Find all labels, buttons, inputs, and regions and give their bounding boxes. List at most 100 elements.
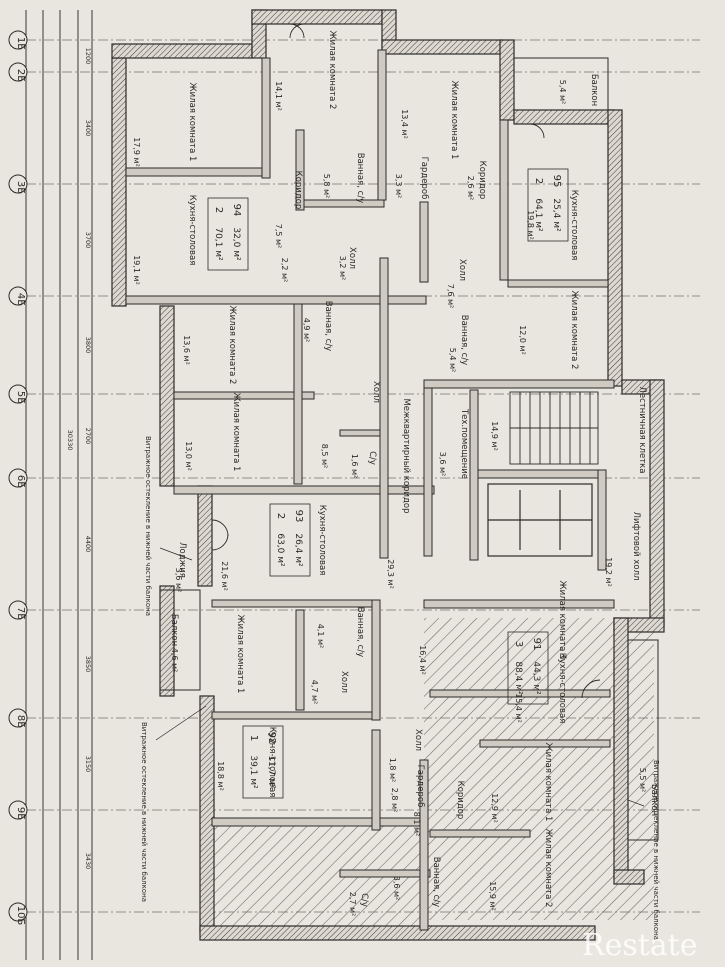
annotation-ann2: Витражное остекление в нижней части балк… [140, 722, 148, 902]
axis-label-ax-10b: 10Б [15, 906, 26, 926]
room-area-r17: 4,9 м² [302, 318, 311, 343]
apartment-total-area: 88,4 м² [513, 661, 523, 695]
room-label-r10: Жилая комната 2 [327, 31, 337, 110]
room-area-r13: 7,5 м² [274, 224, 283, 249]
room-area-r16: 13,6 м² [182, 335, 191, 365]
axis-label-ax-3b: 3Б [15, 181, 26, 194]
apartment-rooms: 2 [533, 178, 544, 184]
axis-marker [8, 468, 28, 488]
room-area-r21: 21,6 м² [220, 561, 229, 591]
apartment-number: 91 [531, 638, 542, 651]
annotation-leader [627, 799, 645, 807]
room-area-r37: 8,1 м² [412, 812, 421, 837]
room-area-r39: 15,9 м² [488, 881, 497, 911]
room-area-r8: 5,4 м² [448, 348, 457, 373]
room-area-r6: 3,3 м² [394, 174, 403, 199]
room-label-r40: Балкон [649, 784, 659, 816]
apartment-living-area: 11,7 м² [266, 755, 276, 789]
dimension-value: 3850 [84, 656, 92, 673]
room-label-r9: Жилая комната 1 [187, 83, 197, 162]
axis-marker [8, 708, 28, 728]
room-area-r27: 4,6 м² [170, 648, 179, 673]
room-label-r28: Жилая комната 1 [235, 615, 245, 694]
apartment-rooms: 3 [513, 641, 524, 647]
dimension-overall: 30330 [66, 430, 74, 451]
axis-label-ax-5b: 5Б [15, 391, 26, 404]
axis-label-ax-4b: 4Б [15, 293, 26, 306]
room-label-r21: Кухня-столовая [317, 505, 327, 576]
apartment-rooms: 2 [275, 513, 286, 519]
room-area-r26: 19,2 м² [604, 557, 613, 587]
room-label-r17: Ванная, с/у [323, 301, 333, 351]
room-area-r23: 29,3 м² [386, 559, 395, 589]
apartment-number: 94 [231, 204, 242, 217]
apartment-total-area: 39,1 м² [248, 755, 258, 789]
labels-layer: 1Б2Б3Б4Б5Б6Б7Б8Б9Б10Б1200340037003800270… [15, 31, 660, 941]
dimension-value: 3400 [84, 120, 92, 137]
room-label-r13: Коридор [293, 171, 303, 210]
room-label-r16: Жилая комната 2 [227, 306, 237, 385]
watermark: Restate [582, 928, 698, 963]
apartment-total-area: 64,1 м² [533, 198, 543, 232]
room-label-r4: Жилая комната 2 [569, 291, 579, 370]
room-label-r19: Холл [371, 381, 381, 403]
room-area-r5: 2,6 м² [466, 176, 475, 201]
balcony-outlines [159, 57, 659, 841]
room-label-r14: Холл [347, 247, 357, 269]
room-area-r9: 17,9 м² [132, 137, 141, 167]
room-label-r27: Балкон [169, 614, 179, 646]
room-label-r12: Ванная, с/у [355, 153, 365, 203]
room-label-r30: Холл [339, 671, 349, 693]
apartment-number: 93 [293, 510, 304, 523]
apartment-living-area: 32,0 м² [231, 227, 241, 261]
apartment-living-area: 44,3 м² [531, 661, 541, 695]
apartment-label-frame [269, 503, 311, 577]
axis-label-ax-9b: 9Б [15, 807, 26, 820]
room-area-r38: 3,6 м² [392, 876, 401, 901]
axis-label-ax-7b: 7Б [15, 607, 26, 620]
room-area-r31: 18,8 м² [216, 761, 225, 791]
apartment-living-area: 25,4 м² [551, 198, 561, 232]
room-label-r31: Кухня-столовая [267, 727, 277, 798]
room-area-r2: 19,8 м² [526, 210, 535, 240]
room-label-r36: Гардероб [415, 765, 425, 808]
room-area-r1: 5,4 м² [558, 80, 567, 105]
grid-frame [25, 10, 93, 960]
room-area-r14: 3,2 м² [338, 256, 347, 281]
outer-walls [111, 9, 665, 941]
apartment-total-area: 63,0 м² [275, 533, 285, 567]
dimension-value: 3430 [84, 853, 92, 870]
apartment-label-frame [507, 631, 549, 705]
room-label-r39: Жилая комната 2 [543, 829, 553, 908]
room-area-r19: 8,5 м² [320, 444, 329, 469]
room-area-r33: 15,4 м² [514, 693, 523, 723]
room-label-r32: Жилая комната 3 [557, 581, 567, 660]
apartment-total-area: 70,1 м² [213, 227, 223, 261]
room-label-r5: Коридор [477, 161, 487, 200]
dimension-value: 3700 [84, 232, 92, 249]
apartment-number: 95 [551, 175, 562, 188]
room-area-r34: 12,9 м² [490, 793, 499, 823]
apartment-number: 92 [266, 732, 277, 745]
room-label-r1: Балкон [589, 74, 599, 106]
room-label-r20: С/у [367, 451, 377, 465]
room-label-r18: Жилая комната 1 [231, 393, 241, 472]
room-area-r15: 2,2 м² [280, 258, 289, 283]
apartment-label-frame [527, 168, 569, 242]
door-swings [211, 23, 601, 699]
room-area-r30: 4,7 м² [310, 680, 319, 705]
room-label-r8: Ванная, с/у [459, 315, 469, 365]
room-area-r20: 1,6 м² [350, 454, 359, 479]
room-area-r32: 16,4 м² [418, 645, 427, 675]
annotation-ann3: Витражное остекление в нижней части балк… [652, 760, 660, 940]
apartment-label-frame [207, 197, 249, 271]
annotation-leader [159, 547, 193, 561]
room-area-r24: 3,6 м² [438, 452, 447, 477]
room-label-r37: Коридор [455, 781, 465, 820]
room-label-r38: Ванная, с/у [431, 857, 441, 907]
stair-flight [509, 391, 599, 465]
room-area-r22: 3,6 м² [174, 568, 183, 593]
interior-walls [125, 49, 615, 931]
